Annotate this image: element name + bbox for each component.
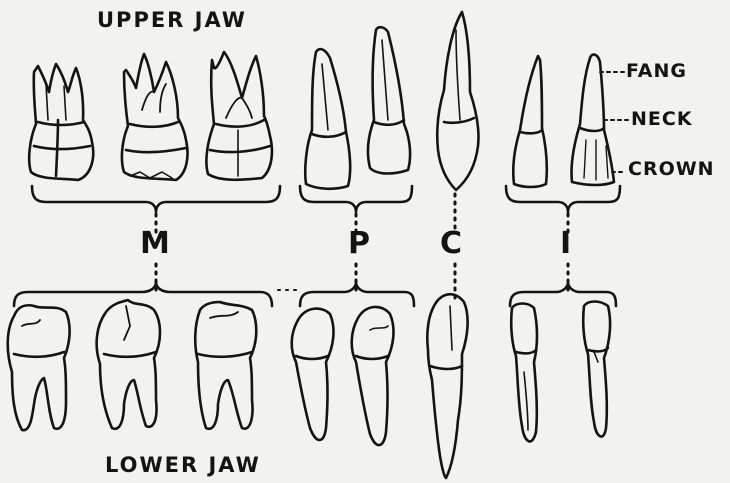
connector-lines [156,194,568,302]
upper-canine [437,12,478,190]
upper-premolar-2 [368,27,410,173]
upper-molar-2 [122,54,188,180]
lower-brackets [14,282,616,306]
upper-molar-1 [29,64,93,180]
upper-premolar-1 [305,49,350,189]
lower-premolar-1 [292,309,334,440]
lower-incisor-2 [583,302,610,437]
lower-molar-2 [97,300,160,429]
lower-premolar-2 [352,307,394,445]
lower-incisor-1 [511,304,537,442]
lower-molar-1 [8,305,70,430]
upper-molar-3 [206,52,272,180]
upper-incisor-1 [513,56,547,187]
lower-molar-3 [195,302,256,429]
lower-canine [427,294,467,478]
